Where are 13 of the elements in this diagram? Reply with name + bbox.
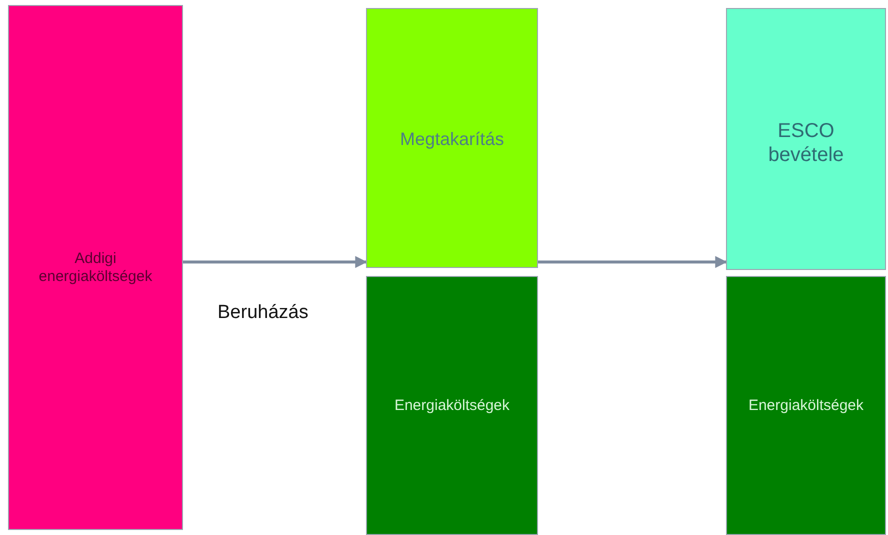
bar-segment — [366, 276, 538, 535]
bar-segment — [726, 8, 886, 270]
segment-label: Addigi energiaköltségek — [38, 250, 154, 286]
edge-label: Beruházás — [218, 302, 308, 324]
segment-label: Energiaköltségek — [748, 397, 864, 415]
arrow — [538, 256, 728, 268]
arrow — [183, 256, 368, 268]
segment-label: Energiaköltségek — [394, 397, 510, 415]
segment-label: Megtakarítás — [400, 129, 504, 151]
bar-segment — [366, 8, 538, 268]
segment-label: ESCO bevétele — [767, 119, 845, 167]
bar-segment — [8, 5, 183, 530]
bar-segment — [726, 276, 886, 535]
